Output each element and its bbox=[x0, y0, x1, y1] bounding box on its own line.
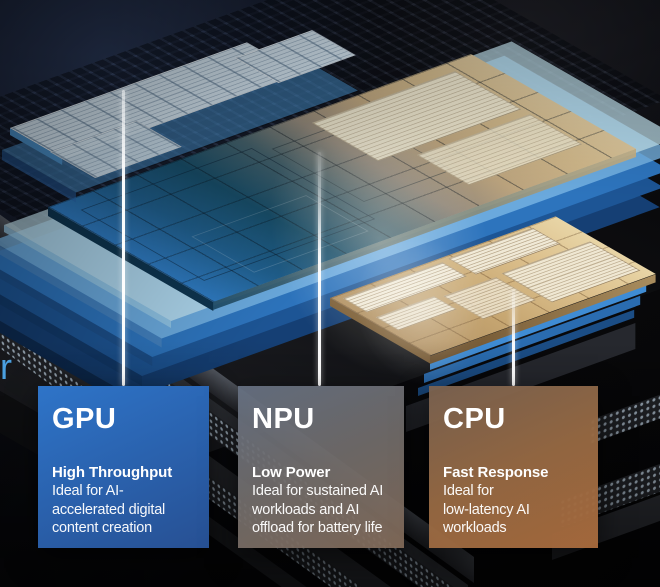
npu-card: NPU Low Power Ideal for sustained AI wor… bbox=[238, 386, 404, 548]
cpu-card-description-line: Ideal for bbox=[443, 483, 494, 499]
cropped-text-fragment: r bbox=[0, 346, 12, 387]
solder-ball-row-right-2 bbox=[590, 365, 660, 444]
cpu-card-subtitle: Fast Response bbox=[443, 464, 549, 481]
npu-card-description-line: offload for battery life bbox=[252, 520, 383, 536]
npu-card-description-line: Ideal for sustained AI bbox=[252, 483, 384, 499]
npu-leader-line bbox=[318, 152, 321, 386]
npu-card-title: NPU bbox=[252, 403, 315, 435]
cpu-leader-line bbox=[512, 290, 515, 386]
gpu-card-description-line: content creation bbox=[52, 520, 152, 536]
gpu-card-subtitle: High Throughput bbox=[52, 464, 173, 481]
cpu-card-description-line: low-latency AI bbox=[443, 501, 530, 518]
gpu-card-title: GPU bbox=[52, 403, 117, 435]
npu-card-subtitle: Low Power bbox=[252, 464, 331, 481]
gpu-leader-line bbox=[122, 90, 125, 386]
cpu-card-title: CPU bbox=[443, 403, 506, 435]
gpu-card-description-line: accelerated digital bbox=[52, 501, 166, 518]
gpu-card-description-line: Ideal for AI- bbox=[52, 483, 124, 499]
cpu-card: CPU Fast Response Ideal for low-latency … bbox=[429, 386, 598, 548]
cpu-card-description-line: workloads bbox=[443, 520, 507, 536]
npu-card-description-line: workloads and AI bbox=[252, 501, 360, 518]
gpu-card: GPU High Throughput Ideal for AI- accele… bbox=[38, 386, 209, 548]
